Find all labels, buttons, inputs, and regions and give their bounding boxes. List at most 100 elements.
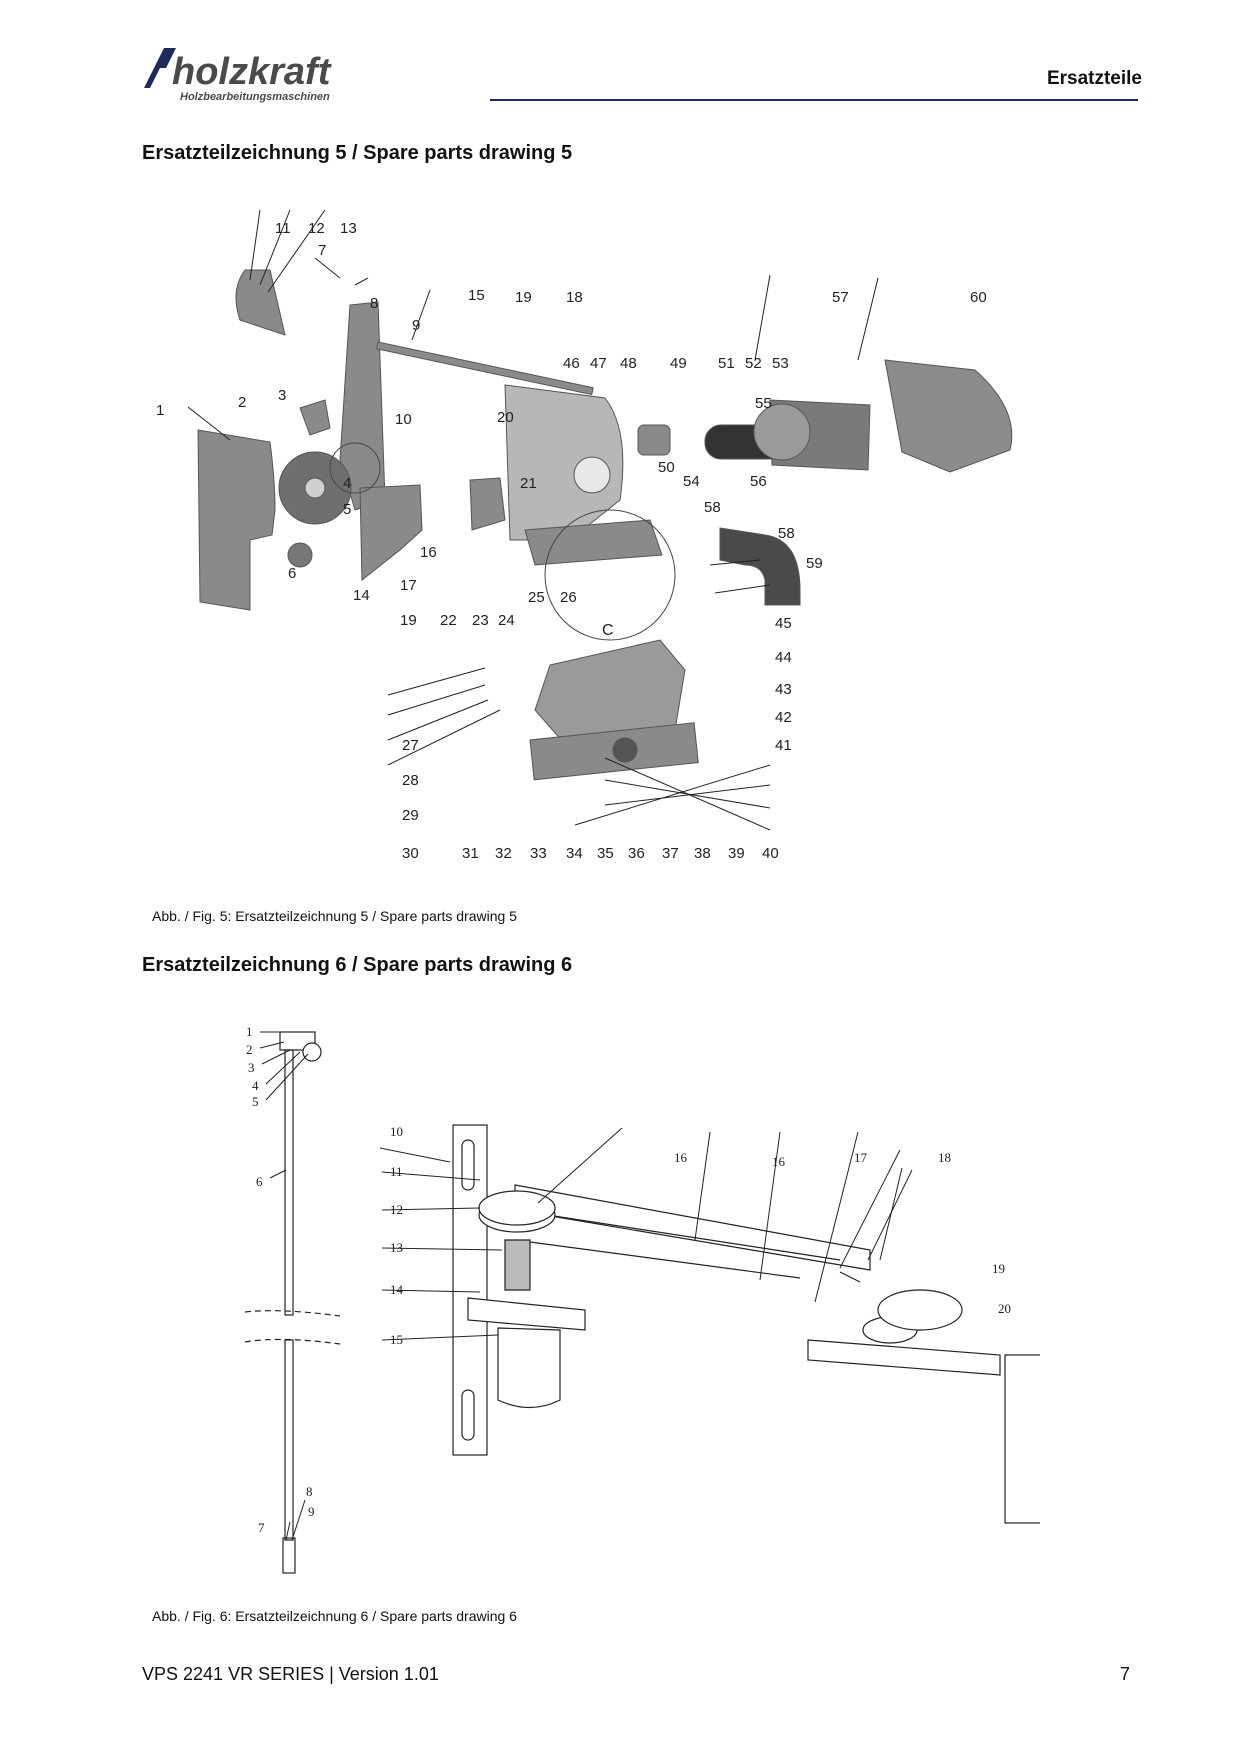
- callout: 13: [390, 1240, 403, 1255]
- callout: 55: [755, 395, 772, 412]
- callout: 21: [520, 475, 537, 492]
- callout: 13: [340, 220, 357, 237]
- callout: 12: [308, 220, 325, 237]
- callout: 41: [775, 737, 792, 754]
- callout: 24: [498, 612, 515, 629]
- callout: 20: [497, 409, 514, 426]
- callout: 26: [560, 589, 577, 606]
- callout: 10: [390, 1124, 403, 1139]
- holzkraft-logo: holzkraft Holzbearbeitungsmaschinen: [144, 48, 332, 103]
- bracket-19: [807, 1339, 1001, 1376]
- part-carriage: [524, 519, 663, 566]
- header-rule: [490, 99, 1138, 101]
- callout: 4: [343, 475, 351, 492]
- part-elbow-59: [719, 527, 801, 606]
- callout: 19: [992, 1261, 1005, 1276]
- callout: 38: [694, 845, 711, 862]
- page-number: 7: [1119, 1664, 1130, 1684]
- callout: 5: [343, 501, 351, 518]
- callout: 18: [938, 1150, 951, 1165]
- callout: 49: [670, 355, 687, 372]
- callout: 2: [238, 394, 246, 411]
- callout: 46: [563, 355, 580, 372]
- spare-parts-drawing-5: 1 2 3 4 5 6 7 8 9 10 11 12 13 14 15 16 1…: [156, 210, 1013, 862]
- callout: 19: [515, 289, 532, 306]
- belt-upper: [514, 1184, 871, 1271]
- callout: 5: [252, 1094, 259, 1109]
- callout: 12: [390, 1202, 403, 1217]
- callout: 31: [462, 845, 479, 862]
- drawing5-caption: Abb. / Fig. 5: Ersatzteilzeichnung 5 / S…: [152, 908, 517, 924]
- drawing6-heading: Ersatzteilzeichnung 6 / Spare parts draw…: [142, 954, 573, 976]
- rod-upper: [284, 1049, 294, 1316]
- callout: 59: [806, 555, 823, 572]
- callout: 10: [395, 411, 412, 428]
- callout: 17: [854, 1150, 868, 1165]
- callout: 11: [390, 1164, 403, 1179]
- callout: 47: [590, 355, 607, 372]
- callout: 33: [530, 845, 547, 862]
- brand-tagline: Holzbearbeitungsmaschinen: [180, 91, 330, 103]
- callout: 60: [970, 289, 987, 306]
- detail-label-c: C: [602, 622, 614, 639]
- bracket-20: [1004, 1354, 1040, 1524]
- callout: 7: [258, 1520, 265, 1535]
- spring-13: [504, 1239, 531, 1291]
- motor-15: [497, 1327, 561, 1409]
- callout: 58: [704, 499, 721, 516]
- callout: 32: [495, 845, 512, 862]
- callout: 25: [528, 589, 545, 606]
- callout: 9: [412, 317, 420, 334]
- callout: 58: [778, 525, 795, 542]
- callout: 29: [402, 807, 419, 824]
- callout: 3: [248, 1060, 255, 1075]
- callout: 23: [472, 612, 489, 629]
- callout: 17: [400, 577, 417, 594]
- callout: 15: [468, 287, 485, 304]
- drawing5-heading: Ersatzteilzeichnung 5 / Spare parts draw…: [142, 142, 573, 164]
- callout: 48: [620, 355, 637, 372]
- callout: 45: [775, 615, 792, 632]
- callout: 27: [402, 737, 419, 754]
- callout: 51: [718, 355, 735, 372]
- callout: 52: [745, 355, 762, 372]
- callout: 42: [775, 709, 792, 726]
- callout: 19: [400, 612, 417, 629]
- callout: 8: [370, 295, 378, 312]
- callout: 40: [762, 845, 779, 862]
- callout: 6: [288, 565, 296, 582]
- callout: 16: [420, 544, 437, 561]
- callout: 8: [306, 1484, 313, 1499]
- rod-end-fitting: [282, 1537, 296, 1574]
- drawing6-caption: Abb. / Fig. 6: Ersatzteilzeichnung 6 / S…: [152, 1608, 517, 1624]
- callout: 9: [308, 1504, 315, 1519]
- part-rod-9: [375, 341, 594, 396]
- callout: 6: [256, 1174, 263, 1189]
- footer-product: VPS 2241 VR SERIES | Version 1.01: [142, 1664, 439, 1684]
- callout: 14: [390, 1282, 404, 1297]
- callout: 57: [832, 289, 849, 306]
- callout: 20: [998, 1301, 1011, 1316]
- callout: 56: [750, 473, 767, 490]
- part-motor-mount-15: [469, 477, 506, 531]
- spare-parts-drawing-6: 1 2 3 4 5 6 7 8 9 10 11 12 13 14 15 16 1…: [244, 1024, 1040, 1574]
- callout: 43: [775, 681, 792, 698]
- callout: 22: [440, 612, 457, 629]
- callout: 16: [772, 1154, 786, 1169]
- callout: 1: [246, 1024, 253, 1039]
- part-housing-14: [359, 484, 423, 582]
- callout: 1: [156, 402, 164, 419]
- callout: 37: [662, 845, 679, 862]
- callout: 35: [597, 845, 614, 862]
- part-main-frame: [504, 384, 624, 541]
- callout: 36: [628, 845, 645, 862]
- belt-lower: [514, 1209, 841, 1261]
- callout: 2: [246, 1042, 253, 1057]
- callout: 44: [775, 649, 792, 666]
- callout: 39: [728, 845, 745, 862]
- callout: 30: [402, 845, 419, 862]
- callout: 54: [683, 473, 700, 490]
- callout: 7: [318, 242, 326, 259]
- callout: 3: [278, 387, 286, 404]
- part-motor-cover-60: [884, 359, 1013, 473]
